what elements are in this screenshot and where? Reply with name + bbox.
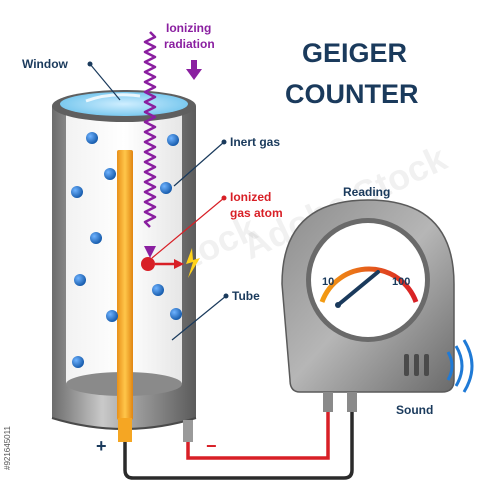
radiation-arrow-head <box>144 246 156 258</box>
gas-atom <box>90 232 102 244</box>
meter-connector-left <box>323 392 333 412</box>
label-tube: Tube <box>232 289 260 303</box>
gas-atom <box>152 284 164 296</box>
callouts: Window Inert gas Ionized gas atom Tube <box>22 57 283 341</box>
speaker-slot <box>414 354 419 376</box>
gas-atom <box>160 182 172 194</box>
title-line-1: GEIGER <box>302 38 407 68</box>
callout-line <box>171 295 227 341</box>
anode-terminal <box>118 418 132 442</box>
gas-atom <box>106 310 118 322</box>
label-ionized-1: Ionized <box>230 190 271 204</box>
window-highlight <box>85 93 141 103</box>
gas-atom <box>104 168 116 180</box>
ionized-gas-atom <box>141 257 155 271</box>
label-inert-gas: Inert gas <box>230 135 280 149</box>
callout-line <box>151 197 225 259</box>
ion-arrow-head <box>174 259 184 269</box>
gas-atom <box>74 274 86 286</box>
label-reading: Reading <box>343 185 390 199</box>
needle-pivot <box>335 302 341 308</box>
geiger-tube <box>51 90 200 442</box>
dial-needle <box>336 270 380 307</box>
label-sound: Sound <box>396 403 433 417</box>
sound-wave-icon <box>462 339 474 393</box>
radiation-down-arrow-shaft <box>191 60 197 70</box>
gas-atom <box>86 132 98 144</box>
meter-connector-right <box>347 392 357 412</box>
wire-negative <box>186 412 330 460</box>
anode-wire <box>117 150 133 420</box>
wire-positive <box>123 412 354 480</box>
speaker-slot <box>404 354 409 376</box>
meter-device: Reading 10 100 Sound <box>281 185 474 417</box>
label-ionized-2: gas atom <box>230 206 283 220</box>
circuit-wires: + − <box>96 412 354 480</box>
callout-line <box>89 63 121 101</box>
sound-wave-icon <box>454 345 464 387</box>
radiation-wave <box>143 31 157 228</box>
sound-wave-icon <box>446 351 454 381</box>
title-line-2: COUNTER <box>285 79 419 109</box>
radiation-down-arrow-icon <box>186 69 202 80</box>
label-radiation-2: radiation <box>164 37 215 51</box>
gas-atom <box>71 186 83 198</box>
gas-atom <box>170 308 182 320</box>
label-minus: − <box>206 436 217 456</box>
speaker-slot <box>424 354 429 376</box>
spark-icon <box>186 248 200 278</box>
gas-atom <box>72 356 84 368</box>
cathode-terminal <box>183 420 193 442</box>
dial-min-label: 10 <box>322 276 334 288</box>
gas-atom <box>167 134 179 146</box>
callout-line <box>173 141 225 187</box>
ionizing-radiation: Ionizing radiation <box>143 21 215 258</box>
dial-scale-arc <box>319 266 419 303</box>
dial-max-label: 100 <box>392 276 410 288</box>
inert-gas-atoms <box>71 132 182 368</box>
label-window: Window <box>22 57 69 71</box>
label-radiation-1: Ionizing <box>166 21 211 35</box>
label-plus: + <box>96 436 107 456</box>
stock-id: #921645011 <box>3 426 12 470</box>
